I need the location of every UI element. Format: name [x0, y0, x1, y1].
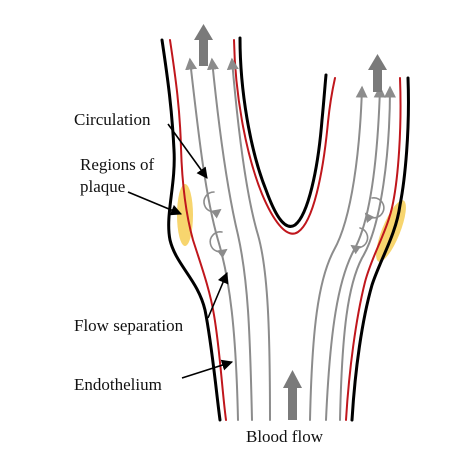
flow-separation-pointer [207, 271, 229, 319]
endothelium-label: Endothelium [74, 375, 162, 394]
vessel-wall-left [160, 38, 222, 422]
streamline [325, 85, 386, 421]
plaque-label: Regions of [80, 155, 154, 174]
recirculation-icon [364, 197, 385, 224]
circulation-pointer [167, 123, 208, 179]
blood-flow-label: Blood flow [246, 427, 324, 446]
streamline [185, 57, 239, 421]
flow-arrow-icon [283, 370, 302, 420]
flow-arrow-icon [194, 24, 213, 66]
endothelium-right [345, 77, 402, 421]
recirculation-icon [350, 227, 369, 255]
endothelium-left [169, 39, 227, 421]
plaque-label-line2: plaque [80, 177, 125, 196]
streamline [226, 57, 271, 421]
plaque-left [177, 184, 193, 246]
flow-arrow-icon [368, 54, 387, 92]
flow-separation-label: Flow separation [74, 316, 184, 335]
endothelium-fork [233, 39, 336, 235]
plaque-right [376, 200, 406, 262]
streamline [339, 85, 396, 421]
vessel-wall-fork [238, 36, 328, 228]
vessel-wall-right [350, 76, 410, 422]
plaque-pointer [127, 191, 183, 216]
circulation-label: Circulation [74, 110, 151, 129]
streamline [206, 57, 253, 421]
streamline [309, 85, 368, 421]
recirculation-icon [209, 231, 228, 259]
recirculation-icon [203, 191, 222, 219]
endothelium-pointer [181, 359, 234, 379]
